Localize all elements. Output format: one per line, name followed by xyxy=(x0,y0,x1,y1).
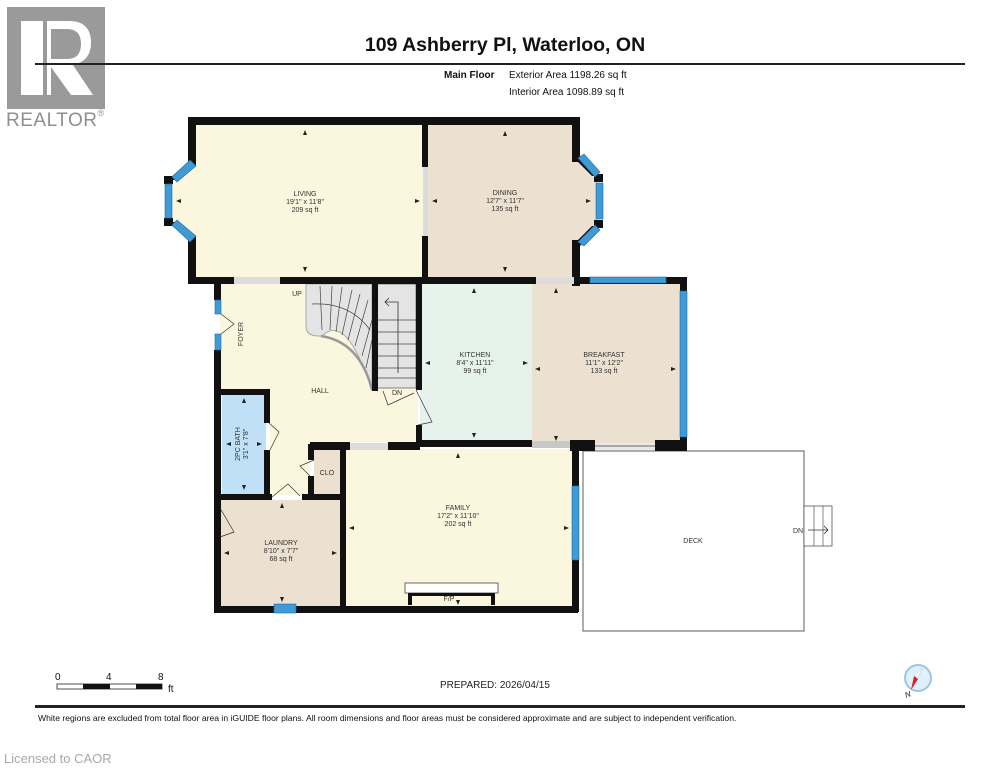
window-dining-bay-top xyxy=(577,153,601,178)
room-labels: LIVING 19'1" x 11'8" 209 sq ft DINING 12… xyxy=(235,190,803,603)
stairs-up-label: UP xyxy=(292,291,302,298)
foyer-name: FOYER xyxy=(238,322,245,346)
window-breakfast-right xyxy=(679,290,688,438)
deck-stairs xyxy=(803,505,833,547)
kitchen-area: 99 sq ft xyxy=(464,368,487,375)
hall-name: HALL xyxy=(311,388,329,395)
window-foyer-top xyxy=(214,299,222,315)
breakfast-dims: 11'1" x 12'2" xyxy=(585,360,623,367)
room-breakfast[interactable] xyxy=(532,283,680,446)
licensed-text: Licensed to CAOR xyxy=(4,751,112,766)
scale-tick-4: 4 xyxy=(106,672,112,683)
scale-tick-8: 8 xyxy=(158,672,164,683)
fireplace-name: F/P xyxy=(444,596,455,603)
footer-divider xyxy=(35,705,965,708)
room-living[interactable] xyxy=(171,124,425,278)
dining-name: DINING xyxy=(493,190,518,197)
fireplace xyxy=(404,582,499,605)
window-living-bay-bot xyxy=(171,219,197,243)
room-laundry[interactable] xyxy=(220,500,341,608)
compass-icon: N xyxy=(904,664,932,700)
deck-stairs-down-label: DN xyxy=(793,528,803,535)
window-foyer-bottom xyxy=(214,333,222,351)
doors xyxy=(219,313,433,538)
family-name: FAMILY xyxy=(446,505,471,512)
realtor-logo xyxy=(7,7,105,109)
prepared-date: PREPARED: 2026/04/15 xyxy=(440,680,550,691)
header-divider xyxy=(35,63,965,65)
windows xyxy=(164,153,688,614)
compass-north-label: N xyxy=(904,689,913,700)
dining-area: 135 sq ft xyxy=(492,206,519,213)
realtor-r-icon xyxy=(21,21,93,95)
scale-tick-0: 0 xyxy=(55,672,61,683)
breakfast-name: BREAKFAST xyxy=(583,352,625,359)
window-laundry xyxy=(273,603,297,614)
laundry-area: 68 sq ft xyxy=(270,556,293,563)
kitchen-dims: 8'4" x 11'11" xyxy=(456,360,494,367)
window-living-bay-top xyxy=(171,159,197,183)
window-dining-bay-mid xyxy=(595,182,604,220)
room-dining[interactable] xyxy=(425,124,597,278)
stairs-down-label: DN xyxy=(392,390,402,397)
disclaimer-text: White regions are excluded from total fl… xyxy=(38,713,737,723)
scale-unit: ft xyxy=(168,684,174,695)
window-breakfast-top xyxy=(589,276,667,284)
living-area: 209 sq ft xyxy=(292,207,319,214)
room-deck[interactable] xyxy=(582,450,805,632)
bath-name: 2PC BATH xyxy=(235,427,242,461)
breakfast-area: 133 sq ft xyxy=(591,368,618,375)
closet-name: CLO xyxy=(320,470,335,477)
family-area: 202 sq ft xyxy=(445,521,472,528)
curved-staircase xyxy=(305,283,374,391)
realtor-wordmark: REALTOR® xyxy=(6,108,105,131)
family-dims: 17'2" x 11'10" xyxy=(437,513,479,520)
room-closet[interactable] xyxy=(314,450,340,494)
dining-dims: 12'7" x 11'7" xyxy=(486,198,524,205)
openings xyxy=(234,167,655,450)
bath-dims: 3'1" x 7'8" xyxy=(243,428,250,459)
exterior-area: Exterior Area 1198.26 sq ft xyxy=(509,70,627,81)
kitchen-name: KITCHEN xyxy=(460,352,491,359)
interior-area: Interior Area 1098.89 sq ft xyxy=(509,87,625,98)
window-family-right xyxy=(571,485,580,561)
floor-label: Main Floor xyxy=(444,70,495,81)
laundry-name: LAUNDRY xyxy=(264,540,298,547)
scale-bar: 0 4 8 ft xyxy=(55,672,174,695)
dimension-markers xyxy=(176,130,676,605)
room-family[interactable] xyxy=(345,449,573,609)
window-dining-bay-bot xyxy=(577,224,601,247)
living-dims: 19'1" x 11'8" xyxy=(286,199,324,206)
laundry-dims: 8'10" x 7'7" xyxy=(264,548,299,555)
straight-staircase xyxy=(376,283,417,389)
page-title: 109 Ashberry Pl, Waterloo, ON xyxy=(364,34,646,56)
window-living-bay-mid xyxy=(164,183,173,219)
living-name: LIVING xyxy=(294,191,317,198)
deck-name: DECK xyxy=(683,538,703,545)
room-kitchen[interactable] xyxy=(420,283,532,443)
